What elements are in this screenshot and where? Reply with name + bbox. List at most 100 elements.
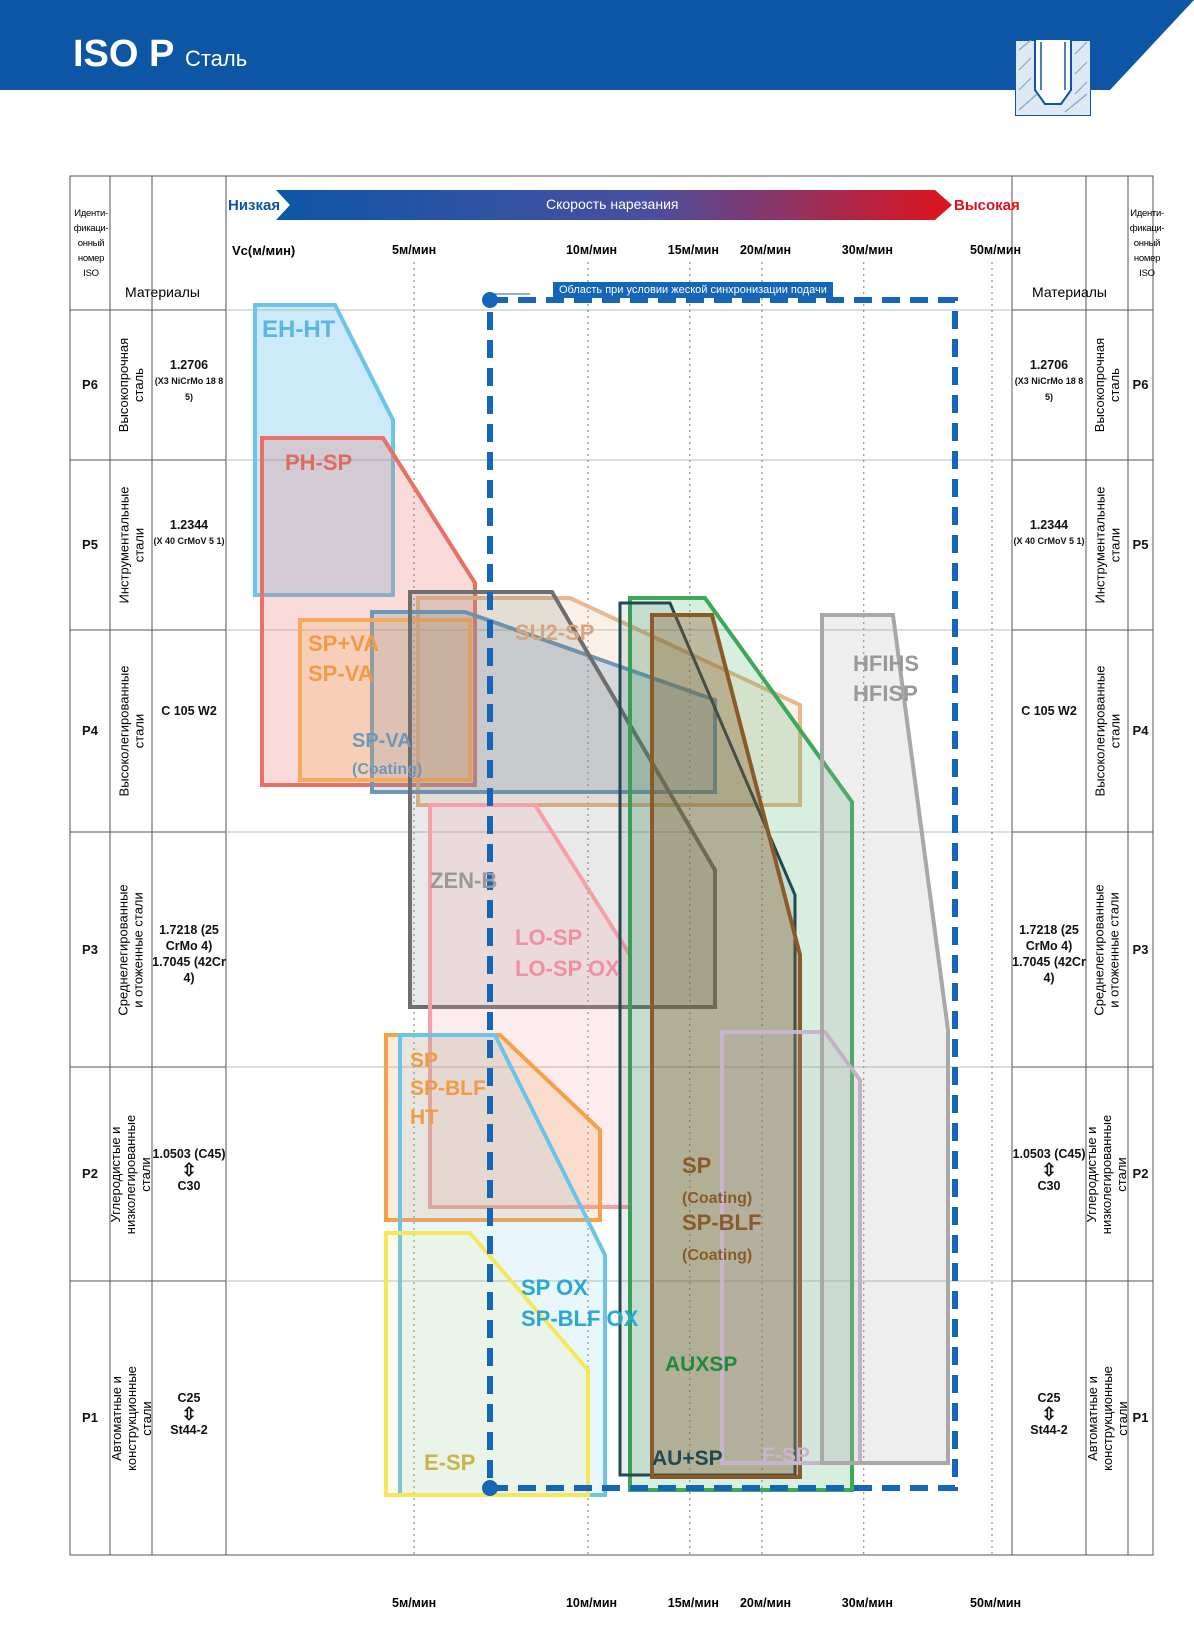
series-label-esp: E-SP: [424, 1450, 476, 1475]
series-shape: [260, 436, 477, 787]
series-label-lo2: LO-SP OX: [515, 956, 620, 981]
series-label-su2: SU2-SP: [515, 620, 595, 645]
series-label-zen: ZEN-B: [430, 868, 498, 893]
iso-id-left: P2: [82, 1166, 98, 1181]
material-group-right: Среднелегированные и отоженные стали: [1092, 883, 1123, 1016]
series-label-sp3: HT: [410, 1106, 438, 1129]
material-code: 1.7218 (25 CrMo 4): [1019, 922, 1079, 953]
x-tick-label-top: 15м/мин: [667, 243, 719, 257]
header-notch: [1110, 0, 1194, 90]
material-code: 1.7218 (25 CrMo 4): [159, 922, 219, 953]
series-label-aux: AUXSP: [665, 1353, 738, 1376]
material-code: 1.2706: [1029, 358, 1069, 372]
material-group-right: Высоколегированные стали: [1092, 665, 1122, 797]
series-shape: [416, 596, 802, 807]
series-label-spva1: SP+VA: [308, 631, 380, 656]
material-code: C 105 W2: [1021, 704, 1077, 718]
thread-hole-icon: [1015, 40, 1091, 116]
material-group-right: Углеродистые и низколегированные стали: [1084, 1114, 1130, 1234]
speed-bar-title: Скорость нарезания: [546, 196, 679, 212]
page-title: ISO P Сталь: [73, 33, 248, 75]
material-detail: C30: [1037, 1179, 1061, 1193]
iso-id-left: P1: [82, 1410, 98, 1425]
series-shape: [408, 590, 717, 1009]
series-label-spvac2: (Coating): [352, 761, 423, 778]
material-detail: St44-2: [170, 1423, 208, 1437]
iso-id-left: P5: [82, 537, 98, 552]
material-detail: 1.7045 (42Cr 4): [1012, 954, 1086, 985]
speed-arrow: [276, 190, 952, 220]
material-code-right: C25⇳St44-2: [1012, 1390, 1086, 1438]
series-shape: [398, 1033, 607, 1497]
x-tick-lines: [413, 262, 993, 1558]
material-code-left: 1.0503 (C45)⇳C30: [152, 1146, 226, 1194]
x-tick-label-bottom: 10м/мин: [565, 1596, 618, 1610]
series-shape: [253, 303, 395, 597]
material-code: 1.2344: [169, 518, 209, 532]
x-tick-label-bottom: 15м/мин: [667, 1596, 719, 1610]
material-code: C25: [177, 1391, 201, 1405]
series-label-spvac1: SP-VA: [352, 730, 412, 752]
series-label-ox2: SP-BLF OX: [521, 1306, 639, 1331]
series-label-au: AU+SP: [652, 1447, 723, 1470]
material-detail: (X 40 CrMoV 5 1): [153, 536, 225, 546]
series-label-ox1: SP OX: [521, 1275, 588, 1300]
material-code-right: 1.0503 (C45)⇳C30: [1012, 1146, 1086, 1194]
zone-dot-top: [482, 292, 498, 308]
material-code: 1.2706: [169, 358, 209, 372]
arrow-icon: ⇳: [1041, 1160, 1057, 1180]
synchronization-zone: [482, 292, 958, 1496]
material-code-left: 1.2344 (X 40 CrMoV 5 1): [152, 517, 226, 549]
x-tick-label-top: 10м/мин: [565, 243, 618, 257]
material-code: C25: [1037, 1391, 1061, 1405]
zone-dot-bottom: [482, 1480, 498, 1496]
speed-low-label: Низкая: [228, 197, 281, 214]
material-code-left: C25⇳St44-2: [152, 1390, 226, 1438]
material-group-left: Автоматные и конструкционные стали: [108, 1365, 154, 1471]
material-detail: 1.7045 (42Cr 4): [152, 954, 226, 985]
material-detail: (X 40 CrMoV 5 1): [1013, 536, 1085, 546]
zone-border: [487, 297, 958, 1491]
material-code-left: 1.2706(X3 NiCrMo 18 8 5): [152, 357, 226, 405]
series-label-spva2: SP-VA: [308, 661, 374, 686]
series-label-fsp: F-SP: [762, 1444, 810, 1467]
series-shape: [650, 613, 802, 1479]
iso-id-left: P4: [82, 723, 98, 738]
x-tick-label-bottom: 30м/мин: [841, 1596, 893, 1610]
series-label-ph: PH-SP: [285, 450, 353, 475]
series-shape: [298, 618, 472, 782]
series-label-hfi1: HFIHS: [853, 651, 919, 676]
page-subtitle: Сталь: [184, 46, 248, 71]
zone-label: Область при условии жеской синхронизации…: [553, 282, 833, 298]
material-code-right: C 105 W2: [1012, 703, 1086, 719]
x-tick-label-bottom: 50м/мин: [970, 1596, 1022, 1610]
x-tick-label-top: 50м/мин: [970, 243, 1022, 257]
material-detail: C30: [177, 1179, 201, 1193]
material-group-right: Высокопрочная сталь: [1092, 337, 1123, 433]
material-code: 1.0503 (C45): [1012, 1147, 1086, 1161]
arrow-icon: ⇳: [1041, 1404, 1057, 1424]
series-label-lo1: LO-SP: [515, 925, 583, 950]
x-tick-label-top: 20м/мин: [739, 243, 792, 257]
iso-id-right: P1: [1132, 1410, 1149, 1425]
material-group-left: Высокопрочная сталь: [116, 337, 147, 433]
iso-id-left: P6: [82, 377, 98, 392]
series-shape: [618, 601, 797, 1477]
series-label-eh: EH-HT: [262, 316, 336, 343]
material-code-right: 1.2706 (X3 NiCrMo 18 8 5): [1012, 357, 1086, 405]
material-group-right: Инструментальные стали: [1092, 486, 1123, 604]
material-code-right: 1.7218 (25 CrMo 4)1.7045 (42Cr 4): [1012, 922, 1086, 986]
material-detail: St44-2: [1030, 1423, 1068, 1437]
iso-id-right: P6: [1132, 377, 1149, 392]
material-code: 1.2344: [1029, 518, 1069, 532]
material-code: 1.0503 (C45): [152, 1147, 226, 1161]
series-label-sp2: SP-BLF: [410, 1077, 486, 1100]
material-detail: (X3 NiCrMo 18 8 5): [1014, 376, 1084, 402]
series-label-spc4: (Coating): [682, 1247, 753, 1264]
iso-id-right: P4: [1132, 723, 1149, 738]
material-code: C 105 W2: [161, 704, 217, 718]
material-group-left: Инструментальные стали: [116, 486, 147, 604]
speed-high-label: Высокая: [954, 197, 1020, 214]
series-label-sp1: SP: [410, 1049, 439, 1072]
